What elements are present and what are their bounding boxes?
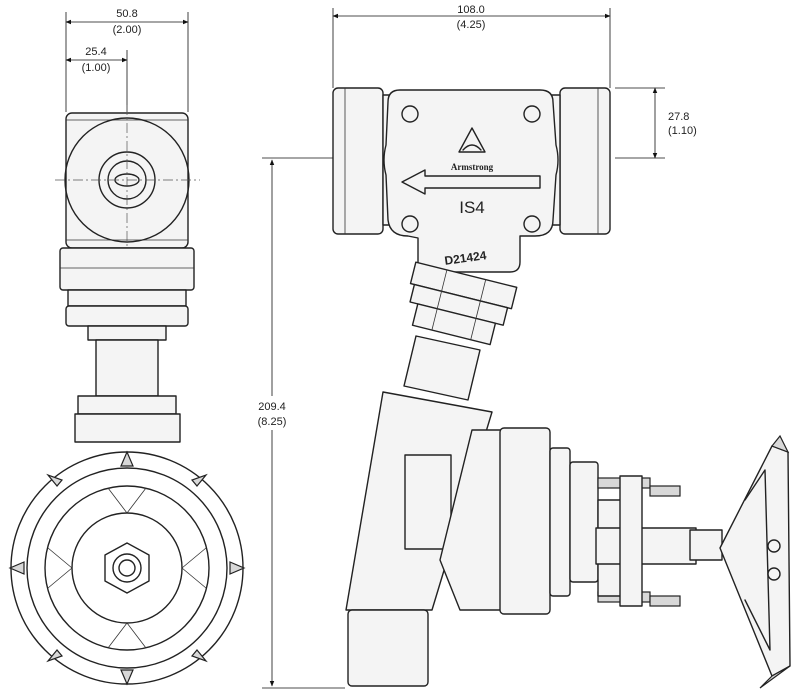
length-mm-label: 108.0 — [457, 4, 485, 16]
valve-end-view — [8, 105, 246, 686]
width-mm-label: 50.8 — [116, 8, 137, 20]
half-width-in-label: (1.00) — [82, 62, 111, 74]
dimension-half-width-25-4: 25.4 (1.00) — [65, 46, 128, 112]
length-in-label: (4.25) — [457, 19, 486, 31]
model-marking: IS4 — [459, 198, 485, 217]
half-width-mm-label: 25.4 — [85, 46, 106, 58]
dimension-height-209-4: 209.4 (8.25) — [247, 157, 400, 689]
dimension-offset-27-8: 27.8 (1.10) — [615, 87, 697, 159]
dimension-length-108-0: 108.0 (4.25) — [332, 4, 611, 88]
valve-side-view: Armstrong IS4 D21424 — [332, 87, 791, 689]
brand-marking: Armstrong — [451, 162, 494, 172]
width-in-label: (2.00) — [113, 24, 142, 36]
height-in-label: (8.25) — [258, 416, 287, 428]
offset-mm-label: 27.8 — [668, 111, 689, 123]
offset-in-label: (1.10) — [668, 125, 697, 137]
part-number-marking: D21424 — [444, 248, 488, 268]
height-mm-label: 209.4 — [258, 401, 286, 413]
dimension-width-50-8: 50.8 (2.00) — [65, 8, 189, 112]
